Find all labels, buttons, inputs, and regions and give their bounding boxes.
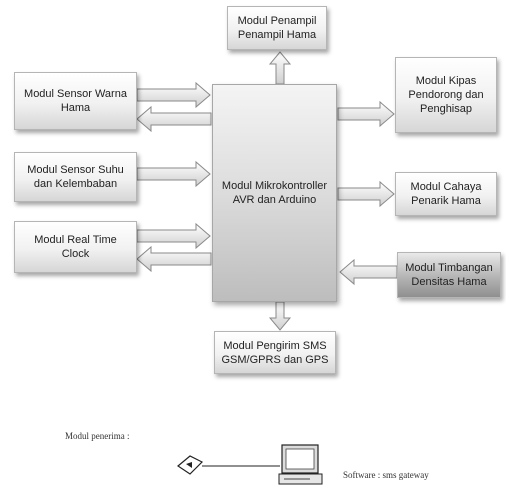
- phone-icon: [176, 455, 204, 475]
- arrow-to-sms: [268, 301, 292, 331]
- modul-sensor-warna-label: Modul Sensor Warna Hama: [24, 88, 127, 114]
- arrow-suhu-in: [136, 160, 211, 188]
- mikrokontroller-label: Modul Mikrokontroller AVR dan Arduino: [221, 180, 328, 206]
- modul-rtc-box: Modul Real Time Clock: [14, 221, 137, 273]
- modul-sms-label: Modul Pengirim SMS GSM/GPRS dan GPS: [221, 339, 329, 366]
- modul-rtc-label: Modul Real Time Clock: [34, 234, 117, 260]
- modul-sms-box: Modul Pengirim SMS GSM/GPRS dan GPS: [214, 331, 336, 374]
- arrow-to-kipas: [337, 100, 395, 128]
- arrow-rtc-out: [136, 245, 212, 273]
- modul-timbangan-label: Modul Timbangan Densitas Hama: [405, 262, 493, 288]
- software-label: Software : sms gateway: [343, 470, 429, 480]
- modul-kipas-label: Modul Kipas Pendorong dan Penghisap: [408, 75, 484, 115]
- modul-sensor-warna-box: Modul Sensor Warna Hama: [14, 72, 137, 130]
- modul-penampil-box: Modul Penampil Penampil Hama: [227, 6, 327, 50]
- arrow-rtc-in: [136, 222, 211, 250]
- modul-sensor-suhu-box: Modul Sensor Suhu dan Kelembaban: [14, 152, 137, 202]
- modul-timbangan-box: Modul Timbangan Densitas Hama: [397, 252, 501, 298]
- modul-penampil-label: Modul Penampil Penampil Hama: [237, 15, 317, 41]
- arrow-warna-in: [136, 81, 211, 109]
- receiver-label: Modul penerima :: [65, 431, 130, 441]
- modul-kipas-box: Modul Kipas Pendorong dan Penghisap: [395, 57, 497, 133]
- modul-sensor-suhu-label: Modul Sensor Suhu dan Kelembaban: [27, 164, 124, 190]
- arrow-to-cahaya: [337, 180, 395, 208]
- modul-cahaya-box: Modul Cahaya Penarik Hama: [395, 172, 497, 216]
- arrow-warna-out: [136, 105, 212, 133]
- computer-icon: [278, 444, 323, 485]
- arrow-from-timbangan: [339, 258, 398, 286]
- modul-cahaya-label: Modul Cahaya Penarik Hama: [410, 181, 482, 207]
- arrow-to-penampil: [268, 51, 292, 85]
- mikrokontroller-box: Modul Mikrokontroller AVR dan Arduino: [212, 84, 337, 302]
